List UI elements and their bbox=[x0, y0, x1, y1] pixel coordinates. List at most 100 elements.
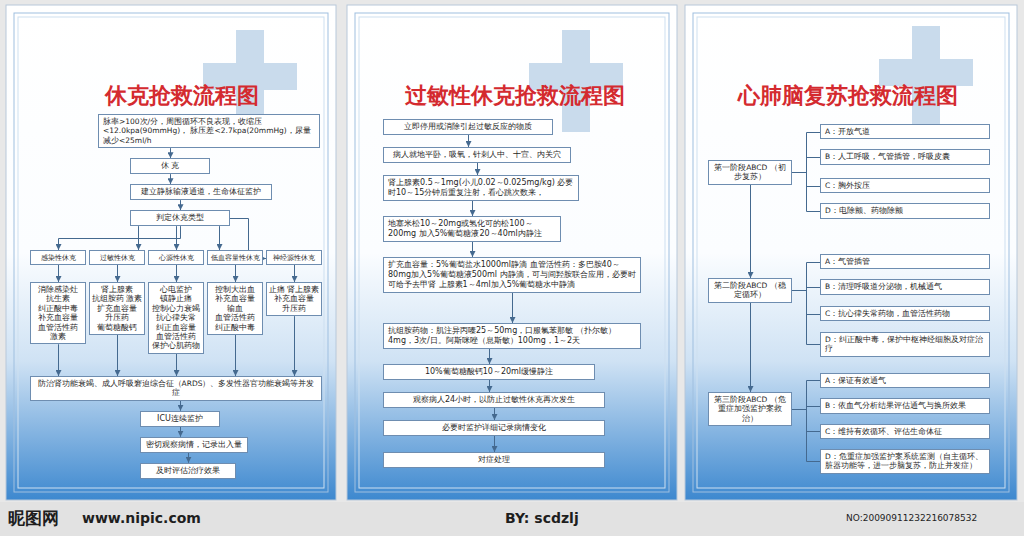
panel-frame bbox=[693, 13, 1009, 492]
box-text: 及时评估治疗效果 bbox=[145, 466, 231, 476]
process-box: ICU连续监护 bbox=[140, 411, 220, 427]
flow-connector bbox=[472, 201, 473, 216]
process-box: 脉率>100次/分，周围循环不良表现，收缩压<12.0kpa(90mmHg)， … bbox=[98, 114, 320, 148]
process-box: D：纠正酸中毒，保护中枢神经细胞及对症治疗 bbox=[820, 332, 990, 357]
box-text: B：清理呼吸道分泌物，机械通气 bbox=[825, 282, 985, 291]
box-text: A：气管插管 bbox=[825, 257, 985, 266]
panel-ground bbox=[6, 5, 336, 500]
panel-ground bbox=[685, 5, 1017, 500]
flow-connector bbox=[294, 265, 295, 282]
poster-panel: 过敏性休克抢救流程图立即停用或消除引起过敏反应的物质病人就地平卧，吸氧，针刺人中… bbox=[347, 5, 677, 500]
process-box: D：危重症加强监护案系统监测（自主循环、脏器功能等，进一步脑复苏，防止并发症） bbox=[820, 449, 990, 474]
box-text: 观察病人24小时，以防止过敏性休克再次发生 bbox=[388, 395, 600, 405]
flow-connector bbox=[792, 410, 820, 462]
flow-connector bbox=[117, 335, 118, 376]
flow-connector bbox=[176, 354, 177, 376]
process-box: 止痛 肾上腺素 补充血容量 升压药 bbox=[266, 282, 322, 316]
flow-connector bbox=[180, 200, 181, 210]
process-box: B：依血气分析结果评估通气与换所效果 bbox=[820, 398, 990, 413]
box-text: A：开放气道 bbox=[825, 127, 985, 136]
process-box: 第一阶段ABCD （初步复苏） bbox=[708, 160, 792, 185]
box-text: 病人就地平卧，吸氧，针刺人中、十宣、内关穴 bbox=[388, 150, 566, 160]
process-box: 扩充血容量：5%葡萄盐水1000ml静滴 血管活性药：多巴胺40～80mg加入5… bbox=[383, 257, 641, 293]
process-box: 心电监护 镇静止痛 控制心力衰竭 抗心律失常 纠正血容量 血管活性药 保护心肌药… bbox=[148, 282, 204, 354]
process-box: 过敏性休克 bbox=[89, 250, 145, 265]
process-box: 心源性休克 bbox=[148, 250, 204, 265]
flow-connector bbox=[59, 226, 181, 250]
process-box: 观察病人24小时，以防止过敏性休克再次发生 bbox=[383, 392, 605, 408]
process-box: 感染性休克 bbox=[30, 250, 86, 265]
box-text: 对症处理 bbox=[388, 455, 600, 465]
flow-connector bbox=[489, 380, 490, 392]
flow-connector bbox=[512, 293, 513, 323]
box-text: 必要时监护详细记录病情变化 bbox=[388, 423, 600, 433]
poster-title: 心肺脑复苏抢救流程图 bbox=[738, 84, 958, 108]
flow-connector bbox=[750, 303, 751, 392]
box-text: B：人工呼吸，气管插管，呼吸皮囊 bbox=[825, 152, 985, 161]
box-text: 控制大出血 补充血容量 输血 血管活性药 纠正酸中毒 bbox=[209, 285, 261, 332]
process-box: 肾上腺素 抗组胺药 激素 扩充血容量 升压药 葡萄糖酸钙 bbox=[89, 282, 145, 335]
flow-connector bbox=[468, 135, 469, 147]
box-text: 第二阶段ABCD （稳定循环） bbox=[713, 281, 787, 300]
flow-connector bbox=[472, 242, 473, 257]
process-box: 休 克 bbox=[130, 158, 210, 174]
box-text: 神经源性休克 bbox=[268, 253, 320, 262]
flow-connector bbox=[170, 148, 171, 158]
flow-connector bbox=[235, 335, 236, 376]
flow-connector bbox=[235, 265, 236, 282]
box-text: D：危重症加强监护案系统监测（自主循环、脏器功能等，进一步脑复苏，防止并发症） bbox=[825, 452, 985, 471]
panel-frame bbox=[14, 13, 328, 492]
box-text: 过敏性休克 bbox=[91, 253, 143, 262]
flow-connector bbox=[477, 163, 478, 175]
box-text: 抗组胺药物：肌注异丙嗪25～50mg，口服氯苯那敏 （扑尔敏）4mg，3次/日。… bbox=[388, 326, 636, 346]
box-text: 防治肾功能衰竭、成人呼吸窘迫综合征（ARDS）、多发性器官功能衰竭等并发症 bbox=[35, 379, 317, 398]
process-box: A：开放气道 bbox=[820, 124, 990, 139]
box-text: 低血容量性休克 bbox=[209, 253, 261, 262]
process-box: 第二阶段ABCD （稳定循环） bbox=[708, 278, 792, 303]
box-text: 立即停用或消除引起过敏反应的物质 bbox=[388, 122, 548, 132]
flow-connector bbox=[176, 226, 177, 250]
process-box: 抗组胺药物：肌注异丙嗪25～50mg，口服氯苯那敏 （扑尔敏）4mg，3次/日。… bbox=[383, 323, 641, 349]
flow-connector bbox=[792, 381, 820, 410]
poster-panel: 心肺脑复苏抢救流程图第一阶段ABCD （初步复苏） A：开放气道 B：人工呼吸，气管… bbox=[685, 5, 1017, 500]
box-text: 脉率>100次/分，周围循环不良表现，收缩压<12.0kpa(90mmHg)， … bbox=[103, 117, 315, 145]
watermark-text: NO:20090911232216078532 bbox=[846, 513, 977, 523]
flow-connector bbox=[117, 265, 118, 282]
footer-strip bbox=[0, 502, 1024, 536]
process-box: 病人就地平卧，吸氧，针刺人中、十宣、内关穴 bbox=[383, 147, 571, 163]
box-text: B：依血气分析结果评估通气与换所效果 bbox=[825, 401, 985, 410]
flow-connector bbox=[792, 173, 820, 212]
flow-connector bbox=[138, 226, 139, 250]
process-box: C：胸外按压 bbox=[820, 178, 990, 193]
box-text: 肾上腺素 抗组胺药 激素 扩充血容量 升压药 葡萄糖酸钙 bbox=[91, 285, 143, 332]
box-text: 心电监护 镇静止痛 控制心力衰竭 抗心律失常 纠正血容量 血管活性药 保护心肌药… bbox=[150, 285, 202, 351]
flow-connector bbox=[792, 158, 820, 173]
flow-connector bbox=[494, 408, 495, 420]
poster-title: 休克抢救流程图 bbox=[105, 84, 259, 108]
box-text: 肾上腺素0.5～1mg(小儿0.02～0.025mg/kg) 必要时10～15分… bbox=[388, 178, 574, 198]
box-text: 第三阶段ABCD （危重症加强监护案救治） bbox=[713, 395, 787, 423]
flow-connector bbox=[219, 226, 220, 250]
process-box: 神经源性休克 bbox=[266, 250, 322, 265]
flow-connector bbox=[188, 453, 189, 463]
box-text: D：电除颤、药物除颤 bbox=[825, 206, 985, 215]
process-box: 判定休克类型 bbox=[130, 210, 230, 226]
flow-connector bbox=[489, 349, 490, 364]
flow-connector bbox=[750, 185, 751, 278]
flow-connector bbox=[792, 291, 820, 345]
process-box: 建立静脉输液通道，生命体征监护 bbox=[130, 184, 272, 200]
process-box: C：维持有效循环、评估生命体征 bbox=[820, 424, 990, 439]
box-text: 10%葡萄糖酸钙10～20ml缓慢静注 bbox=[388, 367, 590, 377]
process-box: 地塞米松10～20mg或氢化可的松100～200mg 加入5%葡萄糖液20～40… bbox=[383, 216, 561, 242]
box-text: 建立静脉输液通道，生命体征监护 bbox=[135, 187, 267, 197]
poster-panel: 休克抢救流程图脉率>100次/分，周围循环不良表现，收缩压<12.0kpa(90… bbox=[6, 5, 336, 500]
process-box: 密切观察病情，记录出入量 bbox=[140, 437, 248, 453]
flow-connector bbox=[170, 174, 171, 184]
box-text: C：胸外按压 bbox=[825, 181, 985, 190]
box-text: A：保证有效通气 bbox=[825, 376, 985, 385]
flow-connector bbox=[58, 344, 59, 376]
process-box: A：保证有效通气 bbox=[820, 373, 990, 388]
box-text: 心源性休克 bbox=[150, 253, 202, 262]
process-box: 防治肾功能衰竭、成人呼吸窘迫综合征（ARDS）、多发性器官功能衰竭等并发症 bbox=[30, 376, 322, 401]
